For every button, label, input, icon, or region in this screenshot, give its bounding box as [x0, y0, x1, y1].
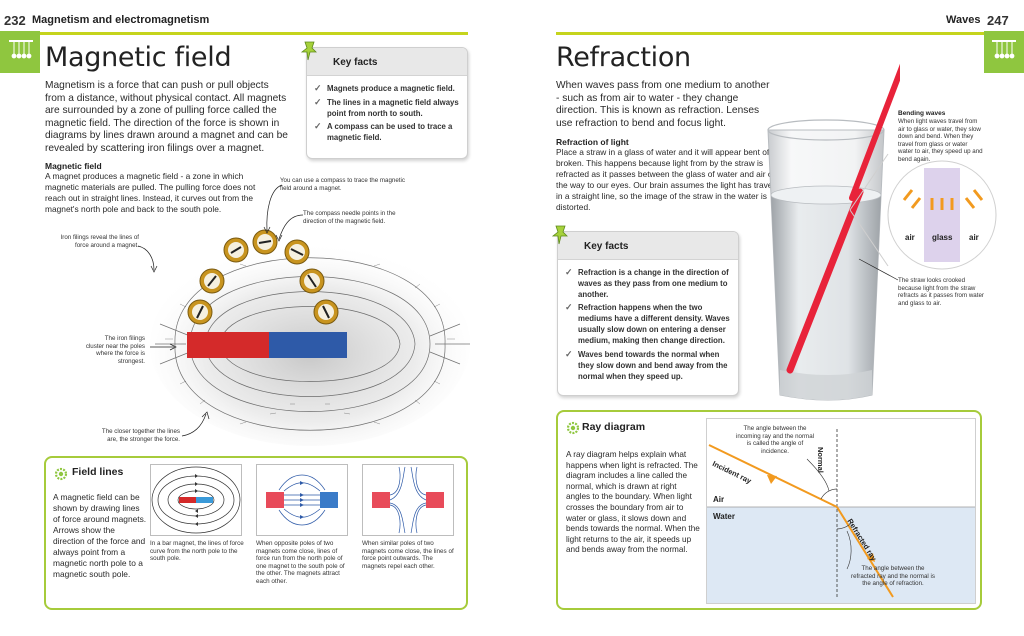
field-lines-box: Field lines A magnetic field can be show…	[44, 456, 468, 610]
straw-note: The straw looks crooked because light fr…	[898, 277, 984, 307]
ray-diagram-title: Ray diagram	[582, 421, 646, 433]
key-facts-title: Key facts	[333, 57, 378, 68]
key-fact-3: A compass can be used to trace a magneti…	[327, 122, 453, 142]
ray-diagram-box: Ray diagram A ray diagram helps explain …	[556, 410, 982, 610]
newtons-cradle-icon	[9, 40, 33, 59]
key-fact-2: Refraction happens when the two mediums …	[578, 303, 730, 345]
page-title: Magnetic field	[45, 42, 232, 73]
magnifier-connector	[849, 153, 889, 267]
page-number: 247	[987, 13, 1009, 28]
check-icon: ✓	[314, 83, 322, 93]
check-icon: ✓	[314, 97, 322, 107]
key-fact-1: Refraction is a change in the direction …	[578, 268, 729, 299]
pointer-line	[150, 343, 177, 351]
pushpin-icon	[551, 225, 568, 245]
air-label: Air	[713, 495, 725, 504]
check-icon: ✓	[565, 267, 573, 277]
newtons-cradle-icon	[992, 40, 1016, 59]
repelling-magnets-diagram	[362, 464, 454, 536]
subhead-text: Place a straw in a glass of water and it…	[556, 147, 786, 212]
annotation-filings-cluster: The iron filings cluster near the poles …	[85, 335, 145, 365]
key-facts-title: Key facts	[584, 241, 629, 252]
pushpin-icon	[300, 41, 317, 61]
bar-magnet-caption: In a bar magnet, the lines of force curv…	[150, 540, 244, 563]
subhead: Magnetic field	[45, 161, 102, 171]
key-fact-3: Waves bend towards the normal when they …	[578, 350, 728, 381]
attracting-caption: When opposite poles of two magnets come …	[256, 540, 345, 585]
header-rule	[40, 32, 468, 35]
subhead: Refraction of light	[556, 137, 629, 147]
gear-icon	[566, 421, 580, 435]
left-page-tab	[0, 31, 40, 73]
field-lines-text: A magnetic field can be shown by drawing…	[53, 492, 147, 579]
bar-magnet-south	[269, 332, 347, 358]
annotation-needle-points: The compass needle points in the directi…	[303, 210, 396, 225]
check-icon: ✓	[565, 349, 573, 359]
pointer-line	[858, 258, 899, 281]
key-fact-1: Magnets produce a magnetic field.	[327, 84, 455, 93]
running-head: Magnetism and electromagnetism	[32, 14, 210, 26]
annotation-closer-together: The closer together the lines are, the s…	[101, 428, 180, 443]
angle-refraction-note: The angle between the refracted ray and …	[851, 565, 935, 588]
key-facts-card: Key facts ✓ Magnets produce a magnetic f…	[306, 47, 468, 159]
ray-diagram-area: The angle between the incoming ray and t…	[706, 418, 976, 604]
annotation-compass-trace: You can use a compass to trace the magne…	[280, 177, 405, 192]
wave-label-air: air	[905, 233, 915, 242]
pointer-line	[137, 245, 158, 273]
glass-straw-illustration	[767, 63, 900, 401]
straw-top	[849, 63, 900, 201]
page-title: Refraction	[556, 42, 691, 73]
gear-icon	[54, 467, 68, 481]
key-facts-card: Key facts ✓ Refraction is a change in th…	[557, 231, 739, 396]
pointer-line	[181, 411, 210, 437]
page-number: 232	[4, 13, 26, 28]
wave-label-glass: glass	[932, 233, 953, 242]
annotation-filings-reveal: Iron filings reveal the lines of force a…	[60, 234, 139, 249]
pointer-line	[263, 184, 283, 234]
bending-waves-magnifier	[887, 160, 997, 270]
pointer-line	[275, 214, 304, 242]
wave-label-air-2: air	[969, 233, 979, 242]
bending-waves-title: Bending waves	[898, 110, 946, 117]
water-region	[707, 507, 975, 603]
bending-waves-text: When light waves travel from air to glas…	[898, 118, 983, 163]
angle-incidence-note: The angle between the incoming ray and t…	[735, 425, 815, 455]
check-icon: ✓	[314, 121, 322, 131]
bar-magnet-north	[187, 332, 269, 358]
key-facts-header: Key facts	[558, 232, 738, 260]
check-icon: ✓	[565, 302, 573, 312]
running-head: Waves	[946, 14, 981, 26]
ray-lines	[707, 429, 975, 598]
intro-paragraph: When waves pass from one medium to anoth…	[556, 80, 770, 129]
water-label: Water	[713, 512, 735, 521]
intro-paragraph: Magnetism is a force that can push or pu…	[45, 80, 288, 154]
magnet-filings-illustration	[150, 229, 470, 446]
subhead-text: A magnet produces a magnetic field - a z…	[45, 171, 256, 214]
compass-ring	[187, 229, 339, 325]
bar-magnet-diagram	[150, 464, 242, 536]
repelling-caption: When similar poles of two magnets come c…	[362, 540, 454, 570]
normal-label: Normal	[816, 447, 825, 473]
header-rule	[556, 32, 984, 35]
key-facts-header: Key facts	[307, 48, 467, 76]
ray-diagram-text: A ray diagram helps explain what happens…	[566, 450, 700, 555]
straw-bottom	[786, 188, 864, 374]
right-page-tab	[984, 31, 1024, 73]
attracting-magnets-diagram	[256, 464, 348, 536]
key-fact-2: The lines in a magnetic field always poi…	[327, 98, 459, 118]
field-lines-title: Field lines	[72, 466, 124, 478]
